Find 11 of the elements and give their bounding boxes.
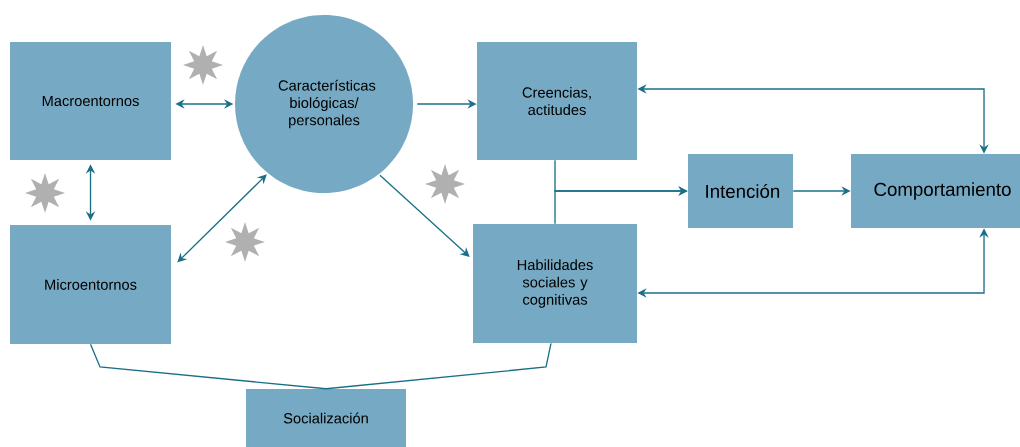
process-box: Comportamiento	[851, 154, 1020, 228]
process-box: Macroentornos	[10, 42, 171, 160]
arrow	[379, 174, 470, 257]
process-box: Microentornos	[10, 225, 171, 344]
connector-line	[325, 342, 552, 390]
arrow	[177, 174, 267, 263]
process-box: Creencias, actitudes	[477, 42, 637, 160]
process-box: Habilidades sociales y cognitivas	[473, 224, 637, 343]
connector-line	[89, 343, 327, 390]
process-box: Intención	[688, 154, 793, 228]
process-box: Socialización	[246, 389, 406, 447]
